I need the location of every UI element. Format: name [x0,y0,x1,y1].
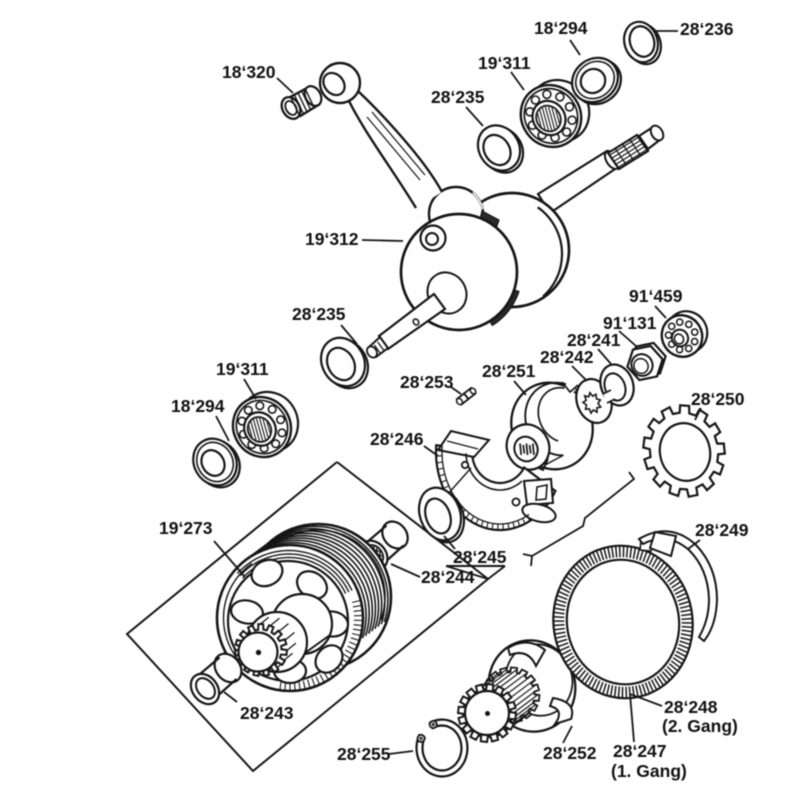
svg-text:19‘312: 19‘312 [305,229,359,249]
svg-text:28‘235: 28‘235 [431,87,485,107]
svg-text:18‘320: 18‘320 [222,62,276,82]
svg-text:28‘243: 28‘243 [240,703,294,723]
svg-text:91‘459: 91‘459 [629,286,683,306]
svg-text:28‘248: 28‘248 [664,697,718,717]
svg-text:28‘244: 28‘244 [421,567,475,587]
svg-text:28‘242: 28‘242 [540,347,594,367]
svg-text:28‘241: 28‘241 [567,330,621,350]
svg-text:28‘253: 28‘253 [400,372,454,392]
svg-text:28‘255: 28‘255 [337,744,391,764]
svg-text:28‘235: 28‘235 [292,304,346,324]
svg-text:28‘250: 28‘250 [691,389,745,409]
svg-text:28‘249: 28‘249 [695,520,749,540]
svg-text:19‘311: 19‘311 [216,359,269,379]
svg-text:28‘252: 28‘252 [543,743,597,763]
svg-text:18‘294: 18‘294 [171,396,225,416]
svg-text:28‘247: 28‘247 [613,741,667,761]
svg-text:28‘246: 28‘246 [370,429,424,449]
svg-text:(2. Gang): (2. Gang) [662,716,738,736]
svg-text:28‘245: 28‘245 [453,547,507,567]
svg-text:(1. Gang): (1. Gang) [611,761,687,781]
svg-text:91‘131: 91‘131 [603,313,657,333]
svg-text:28‘236: 28‘236 [680,19,734,39]
svg-text:18‘294: 18‘294 [534,18,588,38]
svg-text:19‘273: 19‘273 [159,518,213,538]
svg-text:28‘251: 28‘251 [482,361,536,381]
svg-text:19‘311: 19‘311 [478,53,531,73]
